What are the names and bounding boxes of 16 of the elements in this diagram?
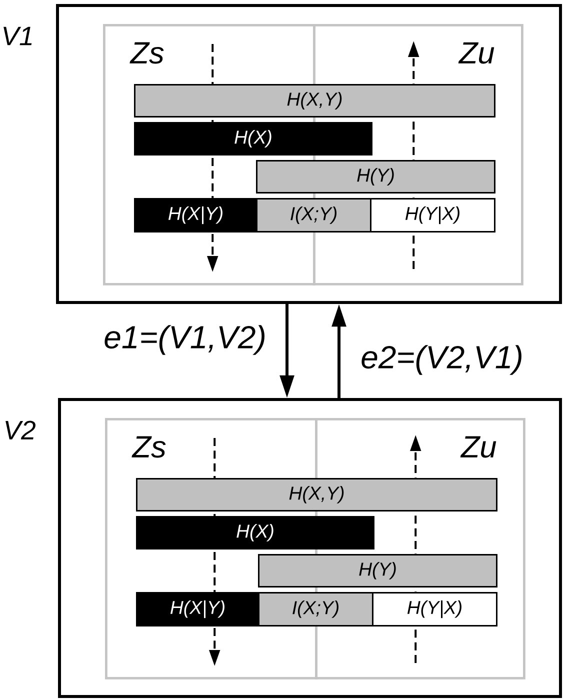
- entropy-bar: I(X;Y): [258, 592, 374, 626]
- entropy-bar: H(X): [136, 516, 374, 550]
- entropy-bar: H(Y|X): [372, 592, 498, 626]
- entropy-bar: H(X): [134, 122, 372, 156]
- entropy-bar: H(X,Y): [134, 84, 496, 118]
- entropy-bar: H(Y): [256, 160, 496, 194]
- entropy-bar: H(X|Y): [134, 198, 258, 232]
- edge-label: e2=(V2,V1): [359, 344, 525, 376]
- node-label: V1: [4, 26, 32, 46]
- entropy-bar: H(X|Y): [136, 592, 260, 626]
- entropy-bar: H(Y): [258, 554, 498, 588]
- node-label: V2: [6, 420, 36, 440]
- entropy-bar: H(Y|X): [370, 198, 496, 232]
- edge-label: e1=(V1,V2): [102, 324, 268, 356]
- entropy-bar: I(X;Y): [256, 198, 372, 232]
- entropy-bar: H(X,Y): [136, 478, 498, 512]
